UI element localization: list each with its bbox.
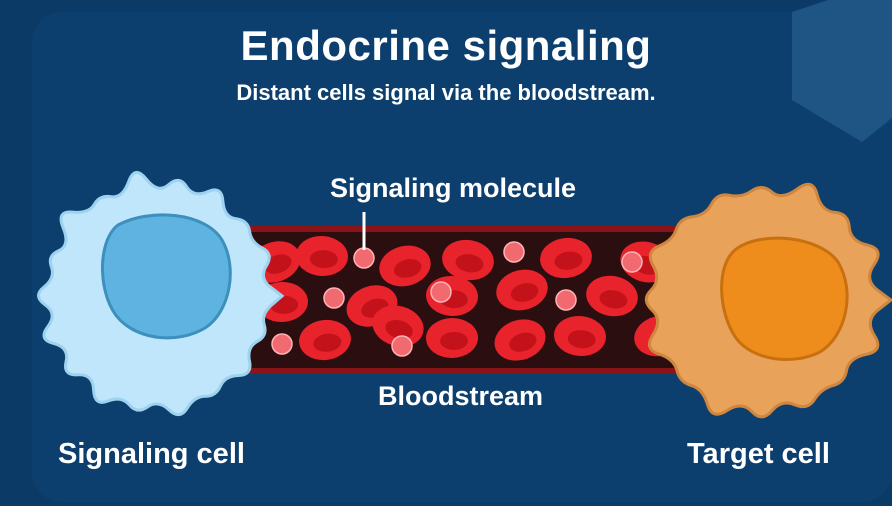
signaling-molecules bbox=[271, 241, 643, 357]
target-cell bbox=[644, 182, 892, 419]
target-cell-label: Target cell bbox=[687, 438, 830, 470]
red-blood-cell bbox=[372, 305, 424, 347]
red-blood-cell bbox=[379, 245, 431, 287]
red-blood-cell bbox=[586, 275, 638, 317]
red-blood-cell bbox=[496, 269, 548, 311]
signaling-molecule-label: Signaling molecule bbox=[330, 173, 577, 203]
signaling-molecule bbox=[555, 289, 577, 311]
red-blood-cell bbox=[442, 239, 494, 281]
red-blood-cell bbox=[426, 317, 478, 359]
page-subtitle: Distant cells signal via the bloodstream… bbox=[236, 80, 656, 105]
signaling-molecule bbox=[621, 251, 643, 273]
red-blood-cell bbox=[554, 315, 606, 357]
signaling-molecule bbox=[271, 333, 293, 355]
signaling-molecule bbox=[353, 247, 375, 269]
red-blood-cell bbox=[540, 237, 592, 279]
signaling-cell bbox=[37, 170, 285, 417]
signaling-molecule bbox=[503, 241, 525, 263]
signaling-cell-nucleus bbox=[101, 213, 232, 340]
bloodstream-label: Bloodstream bbox=[378, 381, 544, 411]
signaling-molecule bbox=[323, 287, 345, 309]
page-title: Endocrine signaling bbox=[240, 22, 652, 69]
signaling-cell-label: Signaling cell bbox=[58, 438, 245, 470]
red-blood-cell bbox=[299, 319, 351, 361]
target-cell-nucleus bbox=[720, 236, 849, 361]
signaling-molecule bbox=[430, 281, 452, 303]
signaling-molecule bbox=[391, 335, 413, 357]
red-blood-cell bbox=[494, 319, 546, 361]
red-blood-cells bbox=[249, 235, 686, 361]
red-blood-cell bbox=[296, 235, 348, 277]
corner-hexagon-decoration bbox=[792, 0, 892, 142]
